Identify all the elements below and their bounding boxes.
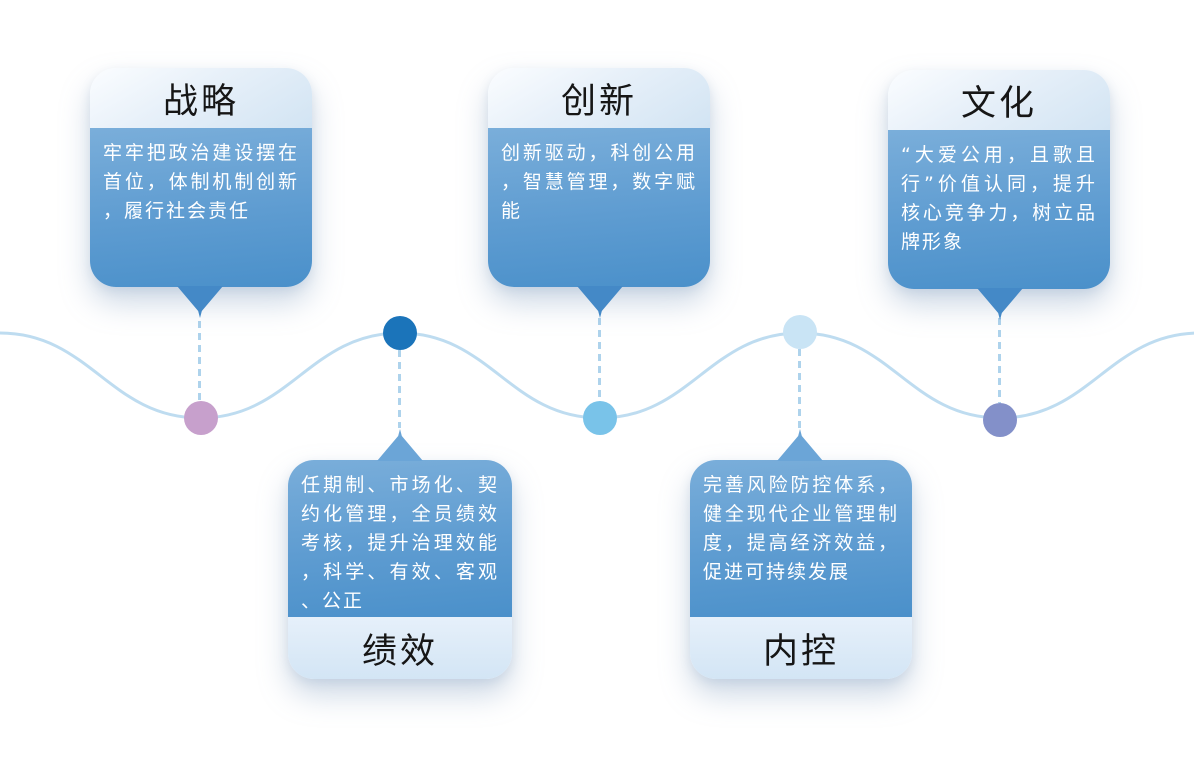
bubble-strategy-tail	[177, 286, 223, 318]
bubble-internal-control-footer: 内控	[690, 617, 912, 679]
bubble-strategy-title: 战略	[162, 81, 239, 122]
bubble-performance: 任期制、市场化、契约化管理，全员绩效考核，提升治理效能，科学、有效、客观、公正 …	[288, 429, 512, 679]
bubble-performance-text: 任期制、市场化、契约化管理，全员绩效考核，提升治理效能，科学、有效、客观、公正	[301, 474, 499, 612]
bubble-strategy: 战略 牢牢把政治建设摆在首位，体制机制创新，履行社会责任	[90, 68, 312, 318]
timeline-dot-strategy	[184, 401, 218, 435]
timeline-dot-innovation	[583, 401, 617, 435]
bubble-strategy-header: 战略	[90, 68, 312, 128]
bubble-strategy-text: 牢牢把政治建设摆在首位，体制机制创新，履行社会责任	[103, 142, 299, 222]
connector-innovation	[598, 318, 601, 401]
bubble-culture-text: “大爱公用，且歌且行”价值认同，提升核心竞争力，树立品牌形象	[901, 144, 1097, 253]
bubble-innovation-text: 创新驱动，科创公用，智慧管理，数字赋能	[501, 142, 697, 222]
bubble-internal-control: 完善风险防控体系，健全现代企业管理制度，提高经济效益，促进可持续发展 内控	[690, 429, 912, 679]
bubble-performance-footer: 绩效	[288, 617, 512, 679]
bubble-innovation-tail	[577, 286, 623, 318]
bubble-culture-body: “大爱公用，且歌且行”价值认同，提升核心竞争力，树立品牌形象	[888, 130, 1110, 289]
bubble-internal-control-body: 完善风险防控体系，健全现代企业管理制度，提高经济效益，促进可持续发展	[690, 460, 912, 617]
bubble-culture-title: 文化	[960, 83, 1037, 124]
bubble-innovation-header: 创新	[488, 68, 710, 128]
bubble-innovation-title: 创新	[560, 81, 637, 122]
bubble-innovation-body: 创新驱动，科创公用，智慧管理，数字赋能	[488, 128, 710, 287]
timeline-dot-internal-control	[783, 315, 817, 349]
timeline-dot-performance	[383, 316, 417, 350]
bubble-culture-header: 文化	[888, 70, 1110, 130]
timeline-dot-culture	[983, 403, 1017, 437]
connector-performance	[398, 350, 401, 428]
bubble-culture-tail	[977, 288, 1023, 320]
bubble-performance-tail	[377, 429, 423, 461]
connector-culture	[998, 318, 1001, 403]
bubble-culture: 文化 “大爱公用，且歌且行”价值认同，提升核心竞争力，树立品牌形象	[888, 70, 1110, 320]
connector-internal-control	[798, 349, 801, 428]
bubble-strategy-body: 牢牢把政治建设摆在首位，体制机制创新，履行社会责任	[90, 128, 312, 287]
bubble-internal-control-title: 内控	[762, 631, 839, 672]
bubble-innovation: 创新 创新驱动，科创公用，智慧管理，数字赋能	[488, 68, 710, 318]
bubble-internal-control-tail	[777, 429, 823, 461]
bubble-performance-title: 绩效	[361, 631, 438, 672]
bubble-performance-body: 任期制、市场化、契约化管理，全员绩效考核，提升治理效能，科学、有效、客观、公正	[288, 460, 512, 617]
connector-strategy	[198, 321, 201, 401]
bubble-internal-control-text: 完善风险防控体系，健全现代企业管理制度，提高经济效益，促进可持续发展	[703, 474, 899, 583]
